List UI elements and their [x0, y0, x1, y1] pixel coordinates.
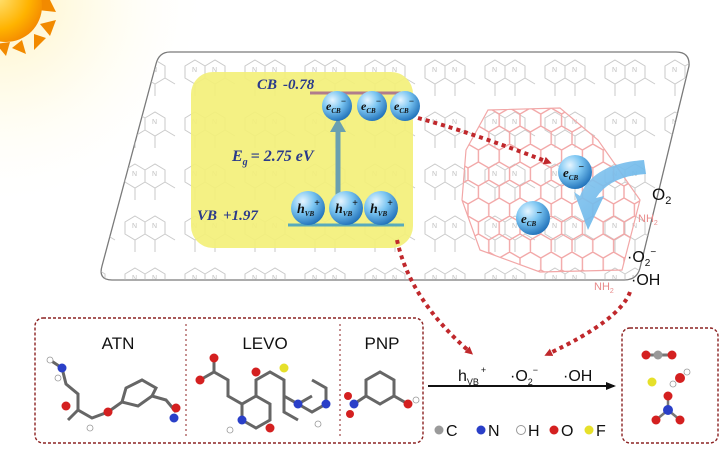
electron: eCB−: [390, 91, 420, 121]
legend-dot-n: [476, 425, 486, 435]
atom-legend: C N H O F: [434, 423, 606, 440]
pnp-atoms: [344, 392, 420, 418]
reactive-species: hVB+ ·O2− ·OH: [458, 365, 592, 387]
svg-text:hVB+: hVB+: [297, 198, 320, 218]
svg-text:eCB−: eCB−: [361, 96, 381, 115]
atn-atoms: [46, 356, 181, 432]
legend-label-f: F: [596, 423, 606, 440]
hydroxyl-label: ·OH: [631, 272, 660, 289]
hydroxyl-species: ·OH: [563, 368, 592, 385]
pnp-molecule: [353, 370, 409, 406]
electron: eCB−: [516, 201, 550, 235]
svg-text:eCB−: eCB−: [563, 162, 584, 182]
radical-migration-arrow: [544, 291, 632, 356]
legend-dot-h: [516, 425, 526, 435]
hole-species: hVB+: [458, 365, 486, 387]
graphene-electrons: eCB− eCB−: [516, 155, 592, 235]
nh2-label-2: NH2: [594, 281, 614, 295]
band-gap-label: Eg= 2.75 eV: [231, 148, 315, 168]
nitrate-molecule: [651, 391, 685, 425]
svg-text:hVB+: hVB+: [335, 198, 358, 218]
legend-label-c: C: [446, 423, 458, 440]
oxygen-label: O2: [652, 185, 671, 207]
co2-molecule: [641, 350, 677, 360]
pollutant-label-pnp: PNP: [365, 334, 400, 353]
superoxide-species: ·O2−: [510, 365, 538, 387]
atn-molecule: [49, 358, 178, 422]
nh2-labels: NH2 NH2: [594, 213, 658, 295]
electron: eCB−: [558, 155, 592, 189]
legend-label-o: O: [561, 423, 573, 440]
legend-label-h: H: [528, 423, 540, 440]
superoxide-label: ·O2−: [627, 247, 656, 269]
water-molecule: [669, 368, 691, 388]
levo-atoms: [195, 353, 331, 434]
pollutant-panel: ATN LEVO PNP: [34, 317, 424, 444]
svg-text:hVB+: hVB+: [370, 198, 393, 218]
svg-text:eCB−: eCB−: [521, 208, 542, 228]
pollutant-label-levo: LEVO: [242, 334, 287, 353]
fluoride-atom: [647, 377, 657, 387]
products-panel: [621, 327, 719, 444]
legend-dot-o: [549, 425, 559, 435]
legend-dot-c: [434, 425, 444, 435]
nh2-label-1: NH2: [638, 213, 658, 227]
cb-label: CB-0.78: [257, 77, 315, 93]
hole: hVB+: [329, 191, 363, 225]
vb-label: VB+1.97: [197, 208, 258, 224]
hole: hVB+: [364, 191, 398, 225]
svg-text:eCB−: eCB−: [326, 96, 346, 115]
electron: eCB−: [322, 91, 352, 121]
svg-text:eCB−: eCB−: [394, 96, 414, 115]
excitation-arrow-head: [330, 118, 346, 132]
oxygen-reduction-arrow: [574, 160, 646, 230]
cb-electrons: eCB− eCB− eCB−: [322, 91, 420, 121]
electron: eCB−: [357, 91, 387, 121]
legend-dot-f: [584, 425, 594, 435]
pollutant-label-atn: ATN: [102, 334, 135, 353]
legend-label-n: N: [488, 423, 500, 440]
hole: hVB+: [291, 191, 325, 225]
vb-holes: hVB+ hVB+ hVB+: [291, 191, 398, 225]
